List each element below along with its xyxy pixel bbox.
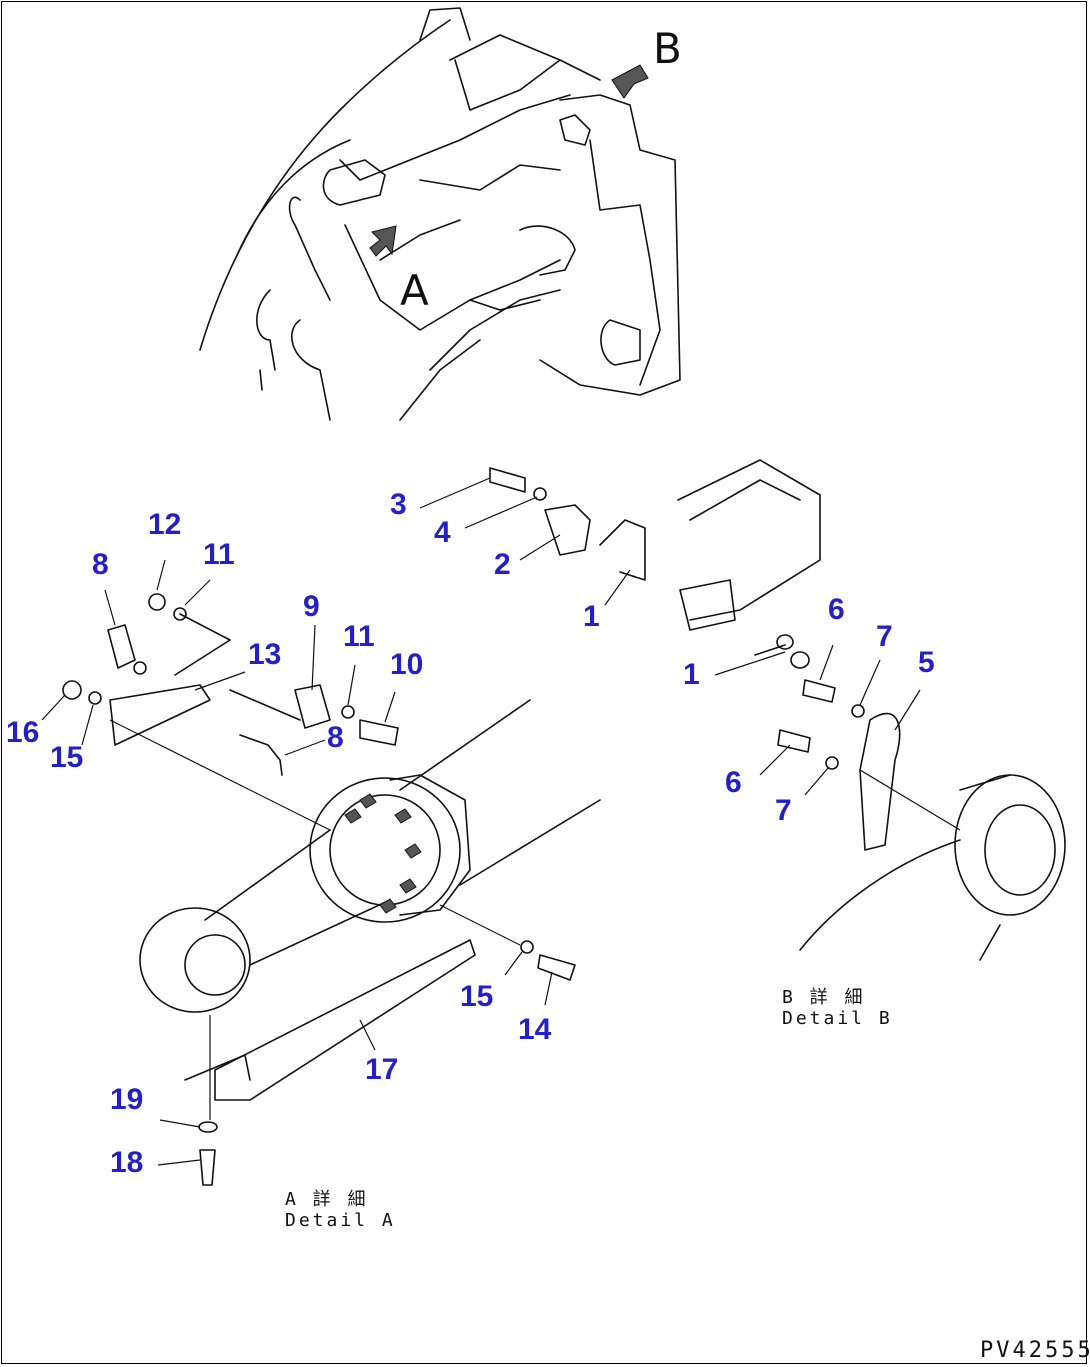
part-3-sketch bbox=[489, 467, 526, 493]
callout-7-lower: 7 bbox=[775, 794, 792, 827]
detail-b-caption: B 詳 細 Detail B bbox=[782, 987, 893, 1029]
callout-18: 18 bbox=[110, 1146, 144, 1179]
callout-3: 3 bbox=[390, 488, 407, 521]
callout-4: 4 bbox=[434, 516, 451, 549]
detail-b-en: Detail B bbox=[782, 1007, 893, 1029]
callout-17: 17 bbox=[365, 1053, 399, 1086]
detail-a-caption: A 詳 細 Detail A bbox=[285, 1189, 396, 1231]
callout-8-lower: 8 bbox=[327, 721, 344, 754]
callout-15-lower: 15 bbox=[460, 980, 494, 1013]
detail-b-jp: B 詳 細 bbox=[782, 987, 866, 1008]
part-5-sketch bbox=[859, 712, 901, 851]
cylinder-rod-eye bbox=[139, 907, 251, 1013]
callout-11-lower: 11 bbox=[343, 620, 375, 653]
callout-14: 14 bbox=[518, 1013, 552, 1046]
callout-16: 16 bbox=[6, 716, 40, 749]
callout-leaders bbox=[41, 477, 921, 1166]
part-9-sketch bbox=[294, 684, 331, 729]
view-label-a: A bbox=[400, 266, 429, 315]
callout-19: 19 bbox=[110, 1083, 144, 1116]
cylinder-head bbox=[309, 777, 461, 923]
detail-a-en: Detail A bbox=[285, 1209, 396, 1231]
callout-5: 5 bbox=[918, 646, 935, 679]
view-label-b: B bbox=[653, 24, 682, 73]
view-a-arrow bbox=[369, 225, 397, 257]
drawing-code: PV42555 bbox=[980, 1338, 1090, 1363]
callout-2: 2 bbox=[494, 548, 511, 581]
callout-6-upper: 6 bbox=[828, 593, 845, 626]
callout-1-lower: 1 bbox=[683, 658, 700, 691]
callout-1-upper: 1 bbox=[583, 600, 600, 633]
detail-drawing bbox=[62, 459, 1066, 1186]
callout-11-upper: 11 bbox=[203, 538, 235, 571]
callout-10: 10 bbox=[390, 648, 424, 681]
callout-9: 9 bbox=[303, 590, 320, 623]
overview-frame-drawing bbox=[199, 7, 681, 421]
view-b-arrow bbox=[611, 64, 649, 99]
callout-7-upper: 7 bbox=[876, 620, 893, 653]
callout-13: 13 bbox=[248, 638, 282, 671]
callout-12: 12 bbox=[148, 508, 182, 541]
callout-8-upper: 8 bbox=[92, 548, 109, 581]
callout-15-upper: 15 bbox=[50, 741, 84, 774]
callout-6-lower: 6 bbox=[725, 766, 742, 799]
detail-a-jp: A 詳 細 bbox=[285, 1189, 369, 1210]
